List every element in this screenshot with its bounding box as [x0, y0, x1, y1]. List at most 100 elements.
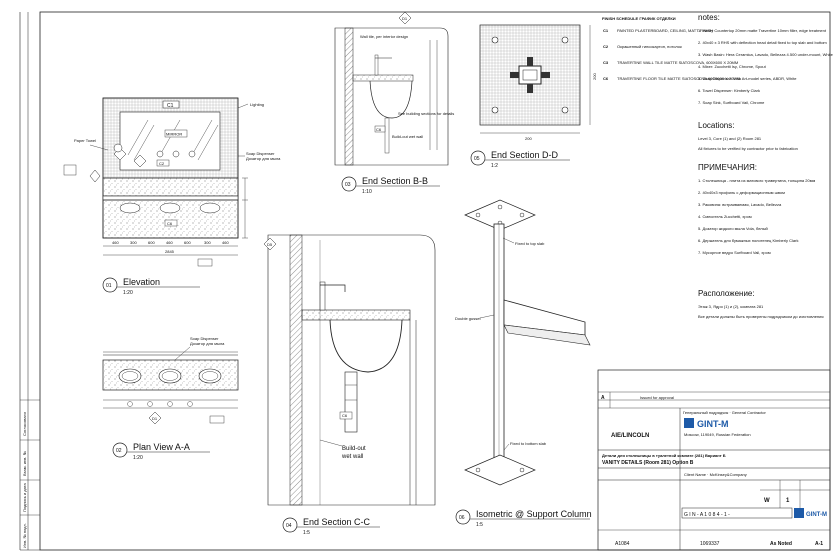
bb-title: End Section B-B: [362, 176, 428, 186]
sheet-1: 1: [786, 498, 790, 504]
dd-title: End Section D-D: [491, 150, 559, 160]
dd-scale: 1:2: [491, 163, 498, 169]
note-item: 4. Mixer: Zucchetti Isy, Chrome, Spout: [698, 64, 767, 69]
section-dd-view: 200 200 05 End Section D-D 1:2: [470, 24, 597, 169]
contractor-brand: GINT-M: [697, 419, 729, 429]
contractor-address: Moscow, 119049, Russian Federation: [684, 432, 751, 437]
contractor-label: Генеральный подрядчик · General Contract…: [683, 410, 766, 415]
note-ru-item: 2. 40х40х3 профиль с деформационным швом: [698, 190, 785, 195]
plan-soap: Soap Dispenser: [190, 336, 219, 341]
iso-label-2: Double gusset: [455, 316, 481, 321]
location-item: Level 3, Core (1) and (2) Room 281: [698, 136, 762, 141]
bb-scale: 1:10: [362, 189, 372, 195]
elevation-title: Elevation: [123, 277, 160, 287]
note-item: 2. 40x40 x 3 RHS with deflection head de…: [698, 40, 827, 45]
elev-dim: 460: [222, 240, 229, 245]
sheet-border: [39, 11, 831, 551]
dd-num: 05: [474, 156, 480, 162]
elev-paper-towel: Paper Towel: [74, 138, 96, 143]
note-item: 1. Vanity Countertop 20mm matte Traverti…: [698, 28, 827, 33]
schedule-text: TRAVERTINE FLOOR TILE MATTE SIATOSCOVA 6…: [617, 76, 740, 81]
iso-title: Isometric @ Support Column: [476, 509, 592, 519]
schedule-code: C1: [603, 28, 609, 33]
bb-label-2: Build-out wet wall: [392, 134, 423, 139]
elev-soap-ru: Дозатор для мыла: [246, 156, 281, 161]
schedule-text: TRAVERTINE WALL TILE MATTE SIATOSCOVA, 6…: [617, 60, 738, 65]
location-item: All fixtures to be verified by contracto…: [698, 146, 798, 151]
side-label: Взам. инв. №: [22, 451, 27, 476]
side-label: Подпись и дата: [22, 482, 27, 512]
note-ru-item: 1. Столешница - плита из матового травер…: [698, 178, 815, 183]
schedule-text: Окрашенный гипсокартон, потолок: [617, 44, 682, 49]
note-item: 7. Soap Sink, Surfboard Vail, Chrome: [698, 100, 765, 105]
note-ru-item: 7. Мусорное ведро Surfboard Vail, хром: [698, 250, 771, 255]
elev-dim-total: 2845: [165, 249, 175, 254]
iso-label-1: Fixed to top slab: [515, 241, 545, 246]
note-item: 6. Towel Dispenser: Kimberly Clark: [698, 88, 760, 93]
elev-dim: 600: [184, 240, 191, 245]
elev-label-mirror: MIRROR: [166, 132, 182, 137]
title-block: A Issued for approval AIE/LINCOLN Генера…: [597, 369, 831, 551]
section-cc-view: Build-out wet wall C6 D5 04 End Section …: [263, 234, 436, 536]
contractor-brand-small: GINT-M: [806, 512, 827, 518]
drawing-title-en: VANITY DETAILS (Room 281) Option B: [602, 460, 694, 466]
schedule-code: C6: [603, 76, 609, 81]
loc-ru-title: Расположение:: [698, 289, 755, 298]
elev-dim: 300: [130, 240, 137, 245]
elevation-view: C1 MIRROR C2 C6 Paper Towel Lighting Soa…: [63, 97, 281, 296]
plan-title: Plan View A-A: [133, 442, 190, 452]
elevation-num: 01: [106, 283, 112, 289]
note-ru-item: 4. Смеситель Zucchetti, хром: [698, 214, 752, 219]
note-item: 5. Soap Dispenser: Vola Art-model series…: [698, 76, 797, 81]
iso-num: 06: [459, 515, 465, 521]
cc-num: 04: [286, 523, 292, 529]
elev-label-c6: C6: [167, 221, 173, 226]
elev-dim: 460: [112, 240, 119, 245]
loc-ru-item: Все детали должны быть проверены подрядч…: [698, 314, 824, 319]
issue-label: Issued for approval: [640, 395, 674, 400]
cc-tag2: D5: [267, 242, 273, 247]
plan-soap-ru: Дозатор для мыла: [190, 341, 225, 346]
bb-label-1: Wall tile, per interior design: [360, 34, 408, 39]
iso-label-3: Fixed to bottom slab: [510, 441, 547, 446]
elevation-scale: 1:20: [123, 290, 133, 296]
elev-dim: 300: [204, 240, 211, 245]
bb-d1: D1: [402, 16, 408, 21]
schedule-code: C3: [603, 60, 609, 65]
note-ru-item: 3. Раковина: встраиваемая, Lavado, Belle…: [698, 202, 782, 207]
note-ru-item: 6. Держатель для бумажных полотенец Kimb…: [698, 238, 798, 243]
dd-dim-h: 200: [592, 73, 597, 80]
note-item: 3. Wash Basin: Hera Ceramica, Lavado, Be…: [698, 52, 834, 57]
plan-tag: D1: [152, 416, 158, 421]
loc-ru-item: Этаж 3, Ядро (1) и (2), комната 281: [698, 304, 764, 309]
dd-dim-w: 200: [525, 136, 532, 141]
plan-num: 02: [116, 448, 122, 454]
elev-soap: Soap Dispenser: [246, 151, 275, 156]
side-label: Инв. № подл.: [22, 523, 27, 548]
cc-tag: C6: [342, 413, 348, 418]
notes-panel: notes: 1. Vanity Countertop 20mm matte T…: [698, 13, 834, 319]
drawing-title-ru: Детали для столешницы в туалетной комнат…: [602, 453, 726, 458]
schedule-code: C2: [603, 44, 609, 49]
sheet-ref: A-1: [815, 541, 823, 547]
sheet-w: W: [764, 498, 770, 504]
elev-dim: 600: [148, 240, 155, 245]
firm-name: AIE/LINCOLN: [611, 433, 649, 439]
cc-scale: 1:5: [303, 530, 310, 536]
note-ru-item: 5. Дозатор жидкого мыла Vola, белый: [698, 226, 768, 231]
bb-num: 03: [345, 182, 351, 188]
scale-label: As Noted: [770, 541, 792, 547]
date-code: 1069337: [700, 541, 720, 547]
locations-title: Locations:: [698, 121, 734, 130]
notes-title: notes:: [698, 13, 720, 22]
plan-view: Soap Dispenser Дозатор для мыла D1 02 Pl…: [102, 336, 239, 461]
schedule-header: FINISH SCHEDULE ГРАФИК ОТДЕЛКИ: [602, 16, 676, 21]
drawing-number: G I N - A 1 0 8 4 - 1 -: [684, 512, 730, 518]
finish-schedule: FINISH SCHEDULE ГРАФИК ОТДЕЛКИ C1 PAINTE…: [602, 16, 740, 81]
elev-dim: 460: [166, 240, 173, 245]
rev-a: A: [601, 395, 605, 401]
gint-logo-small-icon: [794, 508, 804, 518]
cc-wet-wall: wet wall: [341, 454, 363, 460]
iso-scale: 1:5: [476, 522, 483, 528]
